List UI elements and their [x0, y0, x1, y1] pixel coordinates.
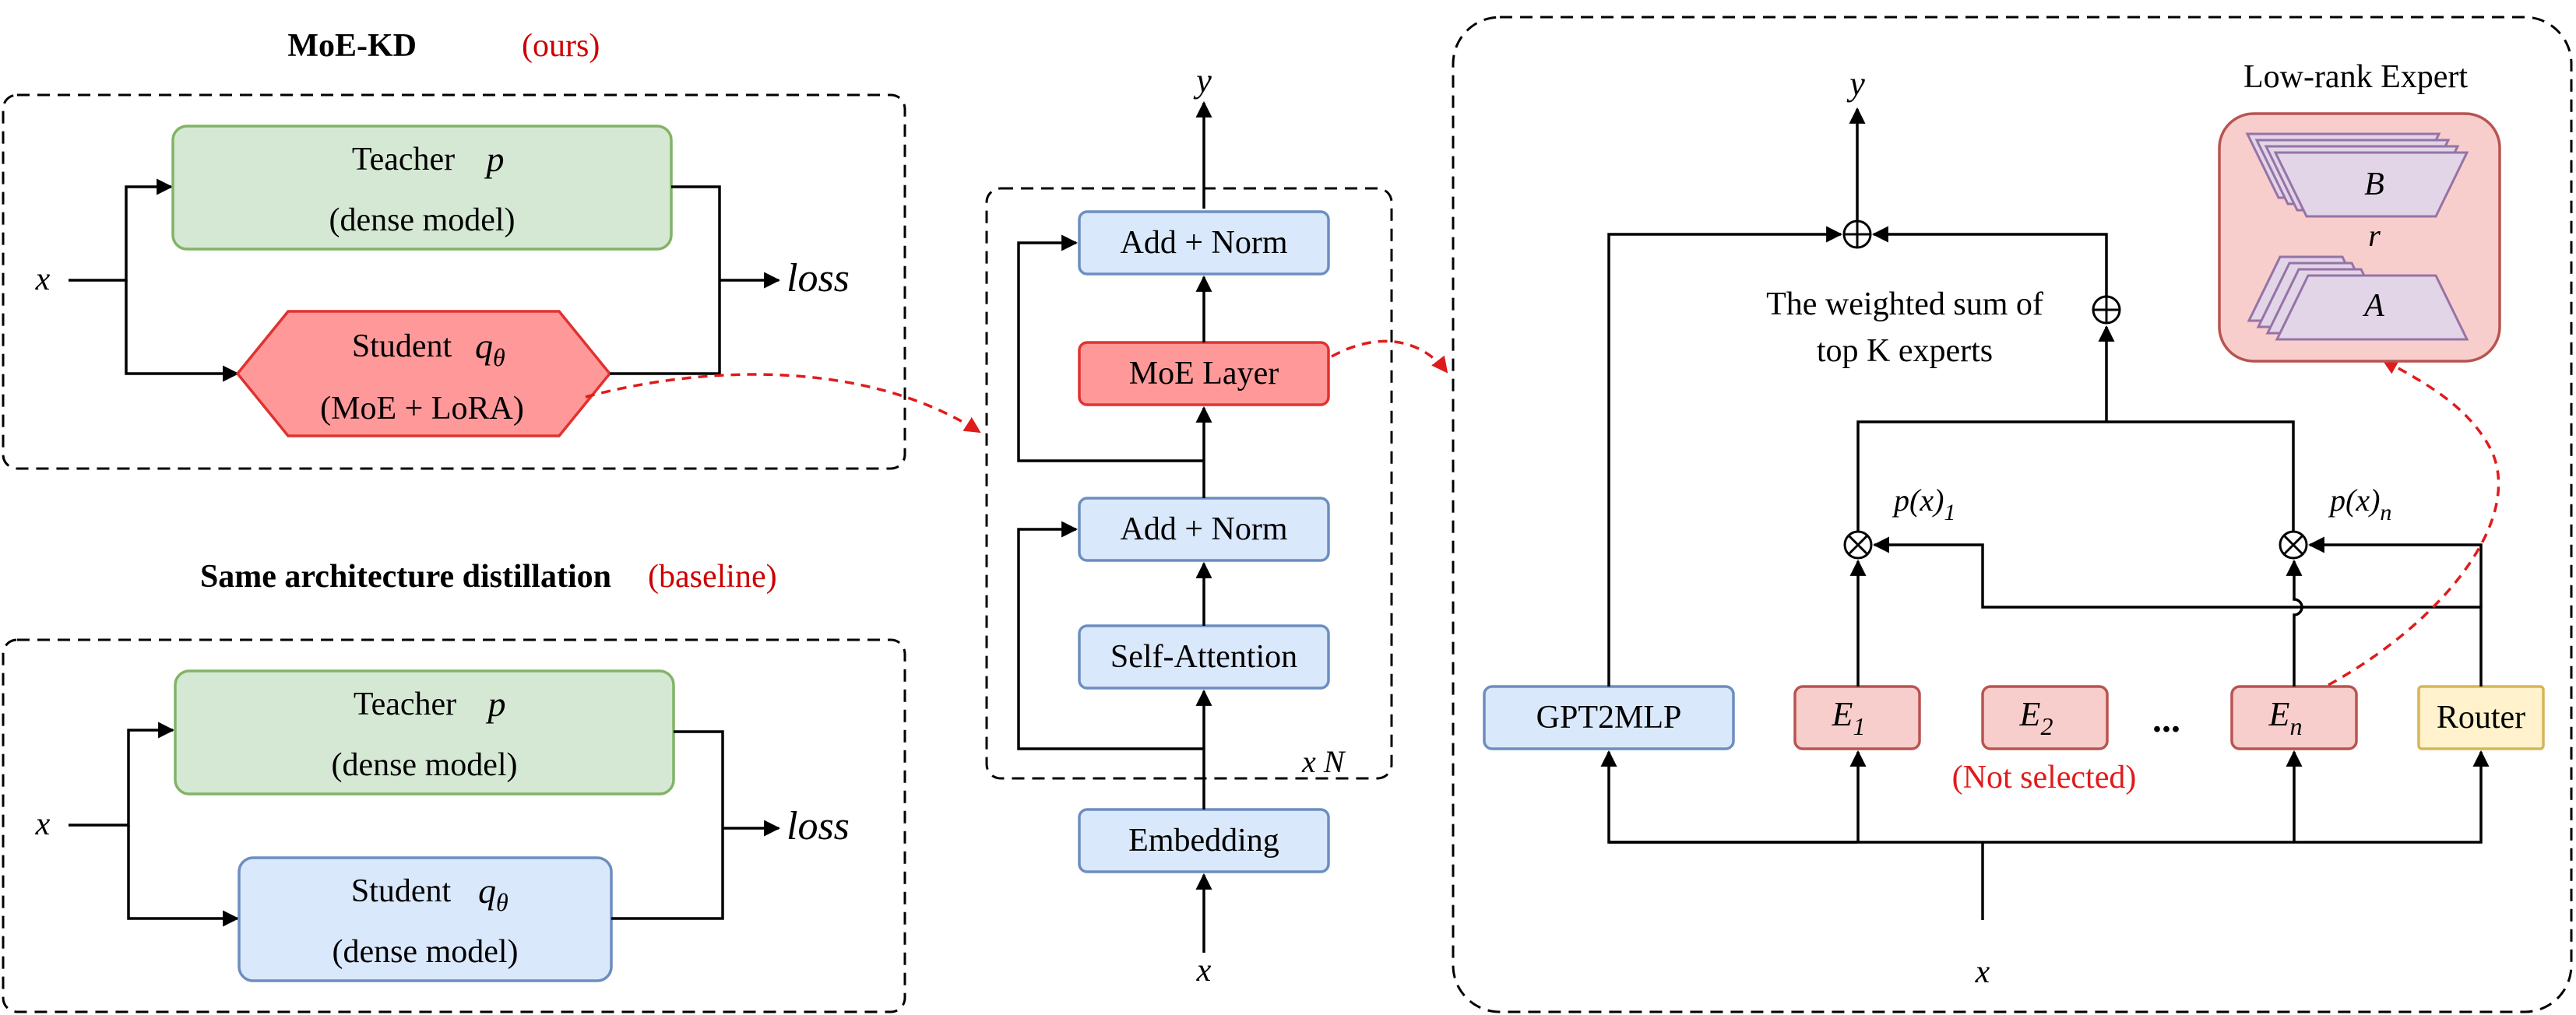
- baseline-container: [2, 638, 906, 1013]
- baseline-student-desc: (dense model): [332, 934, 518, 970]
- matrix-b-label: B: [2364, 167, 2384, 202]
- x-to-student-arrow: [125, 280, 240, 382]
- router-to-gate-1-arrow: [1872, 536, 2483, 687]
- rank-label: r: [2368, 218, 2381, 253]
- moe-input-x: x: [1975, 954, 1990, 990]
- not-selected-label: (Not selected): [1952, 760, 2137, 795]
- moe-kd-input-x: x: [35, 262, 51, 297]
- expert-2-box: [1981, 685, 2109, 750]
- expert-n-label: En: [2268, 695, 2303, 740]
- gate-collector-line: [1856, 420, 2295, 532]
- router-label: Router: [2437, 700, 2525, 736]
- student-var: qθ: [475, 326, 505, 371]
- x-to-router-arrow: [1609, 750, 2490, 844]
- x-to-gpt2mlp-arrow: [1600, 750, 1857, 844]
- embedding-label: Embedding: [1128, 823, 1279, 859]
- x-to-teacher-arrow: [69, 178, 174, 282]
- residual-moe-arrow: [1017, 234, 1204, 462]
- gpt2mlp-label: GPT2MLP: [1536, 700, 1682, 736]
- baseline-title: Same architecture distillation: [200, 559, 611, 595]
- self-attention-label: Self-Attention: [1110, 639, 1297, 675]
- moe-detail-section: y The weighted sum of top K experts GPT2…: [1452, 16, 2573, 1013]
- expert-1-label: E1: [1832, 695, 1866, 740]
- transformer-stack: y x N Add + Norm MoE Layer Add + Norm Se…: [985, 61, 1448, 989]
- weighted-sum-line1: The weighted sum of: [1766, 286, 2043, 322]
- teacher-var: p: [484, 139, 505, 179]
- moe-kd-tag: (ours): [522, 28, 600, 64]
- loss-label: loss: [787, 256, 850, 300]
- baseline-student-var: qθ: [478, 871, 509, 916]
- baseline-teacher-label: Teacher: [354, 687, 456, 722]
- gpt2mlp-to-sum-arrow: [1607, 226, 1843, 687]
- expert-ellipsis: ...: [2152, 699, 2180, 740]
- transformer-output-y: y: [1193, 61, 1212, 100]
- baseline-student-label: Student: [351, 873, 452, 909]
- baseline-loss-label: loss: [787, 804, 850, 848]
- baseline-section: Same architecture distillation (baseline…: [2, 559, 906, 1013]
- low-rank-title: Low-rank Expert: [2243, 59, 2468, 95]
- gate-weight-n: p(x)n: [2328, 483, 2391, 525]
- teacher-desc: (dense model): [329, 202, 515, 238]
- moe-kd-container: [2, 93, 906, 470]
- baseline-input-x: x: [35, 806, 51, 842]
- weighted-sum-node: [2092, 295, 2121, 325]
- weighted-to-sum-arrow: [1871, 226, 2108, 297]
- residual-attention-arrow: [1017, 521, 1204, 750]
- matrix-b-stack: [2245, 132, 2469, 218]
- baseline-teacher-var: p: [486, 684, 506, 724]
- final-sum-node: [1842, 220, 1872, 249]
- gate-node-1: [1843, 530, 1873, 560]
- student-moe-desc: (MoE + LoRA): [320, 391, 524, 427]
- moe-output-y: y: [1846, 65, 1865, 103]
- repeat-n-label: x N: [1301, 744, 1346, 779]
- expert-to-lowrank-link: [2328, 358, 2500, 687]
- baseline-merge-line: [611, 730, 724, 920]
- moe-kd-section: MoE-KD (ours) x Teacher p (dense model) …: [2, 28, 981, 470]
- student-label: Student: [352, 328, 452, 364]
- transformer-input-x: x: [1196, 953, 1212, 989]
- gate-node-n: [2279, 530, 2308, 560]
- gate-weight-1: p(x)1: [1892, 483, 1955, 525]
- router-to-gate-n-arrow: [2307, 536, 2483, 607]
- baseline-teacher-desc: (dense model): [331, 747, 517, 783]
- weighted-sum-line2: top K experts: [1817, 333, 1993, 369]
- moe-layer-label: MoE Layer: [1129, 356, 1279, 392]
- moe-kd-title: MoE-KD: [287, 28, 417, 64]
- baseline-x-to-student-arrow: [127, 825, 240, 927]
- expert-n-to-gate-arrow: [2286, 559, 2303, 687]
- matrix-a-stack: [2247, 255, 2469, 341]
- add-norm-bottom-label: Add + Norm: [1120, 511, 1287, 547]
- baseline-x-to-teacher-arrow: [69, 722, 175, 827]
- matrix-a-label: A: [2362, 288, 2384, 324]
- baseline-tag: (baseline): [648, 559, 777, 595]
- student-to-transformer-link: [585, 373, 981, 434]
- expert-2-label: E2: [2019, 695, 2053, 740]
- add-norm-top-label: Add + Norm: [1120, 225, 1287, 261]
- transformer-repeat-container: [985, 187, 1393, 780]
- teacher-label: Teacher: [352, 142, 455, 177]
- moe-to-detail-link: [1331, 339, 1448, 374]
- add-norm-top-box: [1078, 210, 1330, 276]
- moe-detail-container: [1452, 16, 2573, 1013]
